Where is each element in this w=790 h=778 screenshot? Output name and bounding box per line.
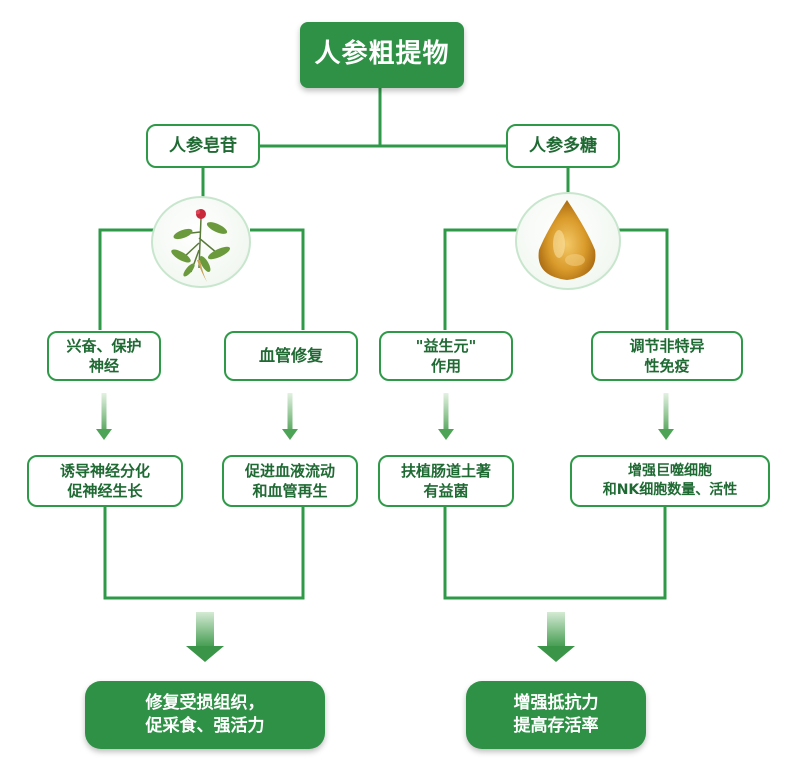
effect-vascular-repair: 血管修复 <box>224 331 358 381</box>
polysaccharide-drop-icon <box>515 192 621 290</box>
result-line: 提高存活率 <box>513 716 599 736</box>
title-text: 人参粗提物 <box>314 39 450 70</box>
arrow-down-icon <box>537 612 575 662</box>
outcome-line: 扶植肠道土著 <box>400 461 491 480</box>
result-line: 修复受损组织， <box>145 693 265 714</box>
effect-label-line: 兴奋、保护 <box>66 336 142 355</box>
outcome-line: 有益菌 <box>423 482 469 500</box>
outcome-line: 促神经生长 <box>67 482 143 500</box>
branch-label: 人参多糖 <box>529 135 597 156</box>
arrow-down-icon <box>438 393 454 440</box>
effect-label-line: 调节非特异 <box>629 336 705 355</box>
effect-label-line: 神经 <box>88 357 119 375</box>
left-join <box>103 506 305 600</box>
right-split <box>443 228 669 330</box>
outcome-line: 促进血液流动 <box>244 461 335 480</box>
effect-label-line: 作用 <box>430 357 461 375</box>
result-line: 增强抵抗力 <box>513 693 599 714</box>
right-join <box>443 506 667 600</box>
outcome-line: 和血管再生 <box>252 482 328 500</box>
outcome-line: 增强巨噬细胞 <box>627 463 712 480</box>
arrow-down-icon <box>186 612 224 662</box>
outcome-blood-flow: 促进血液流动 和血管再生 <box>222 455 358 507</box>
result-line: 促采食、强活力 <box>145 716 265 736</box>
big-arrows <box>186 612 575 662</box>
outcome-macrophage-nk: 增强巨噬细胞 和NK细胞数量、活性 <box>570 455 770 507</box>
effect-prebiotic: "益生元" 作用 <box>379 331 513 381</box>
effect-label-line: "益生元" <box>415 336 477 355</box>
effect-neuro-protection: 兴奋、保护 神经 <box>47 331 161 381</box>
effect-label-line: 血管修复 <box>258 346 323 366</box>
arrow-down-icon <box>658 393 674 440</box>
outcome-line: 和NK细胞数量、活性 <box>602 482 738 498</box>
effect-label-line: 性免疫 <box>644 357 690 375</box>
outcome-line: 诱导神经分化 <box>59 461 150 480</box>
branch-label: 人参皂苷 <box>169 135 237 156</box>
outcome-gut-flora: 扶植肠道土著 有益菌 <box>378 455 514 507</box>
left-split <box>98 228 305 330</box>
result-tissue-repair: 修复受损组织， 促采食、强活力 <box>85 681 325 749</box>
ginseng-plant-icon <box>151 196 251 288</box>
page-title: 人参粗提物 <box>300 22 464 88</box>
outcome-neural-growth: 诱导神经分化 促神经生长 <box>27 455 183 507</box>
branch-polysaccharide: 人参多糖 <box>506 124 620 168</box>
result-resistance: 增强抵抗力 提高存活率 <box>466 681 646 749</box>
arrow-down-icon <box>282 393 298 440</box>
small-arrows <box>96 393 674 440</box>
effect-immune-regulation: 调节非特异 性免疫 <box>591 331 743 381</box>
branch-ginsenoside: 人参皂苷 <box>146 124 260 168</box>
arrow-down-icon <box>96 393 112 440</box>
